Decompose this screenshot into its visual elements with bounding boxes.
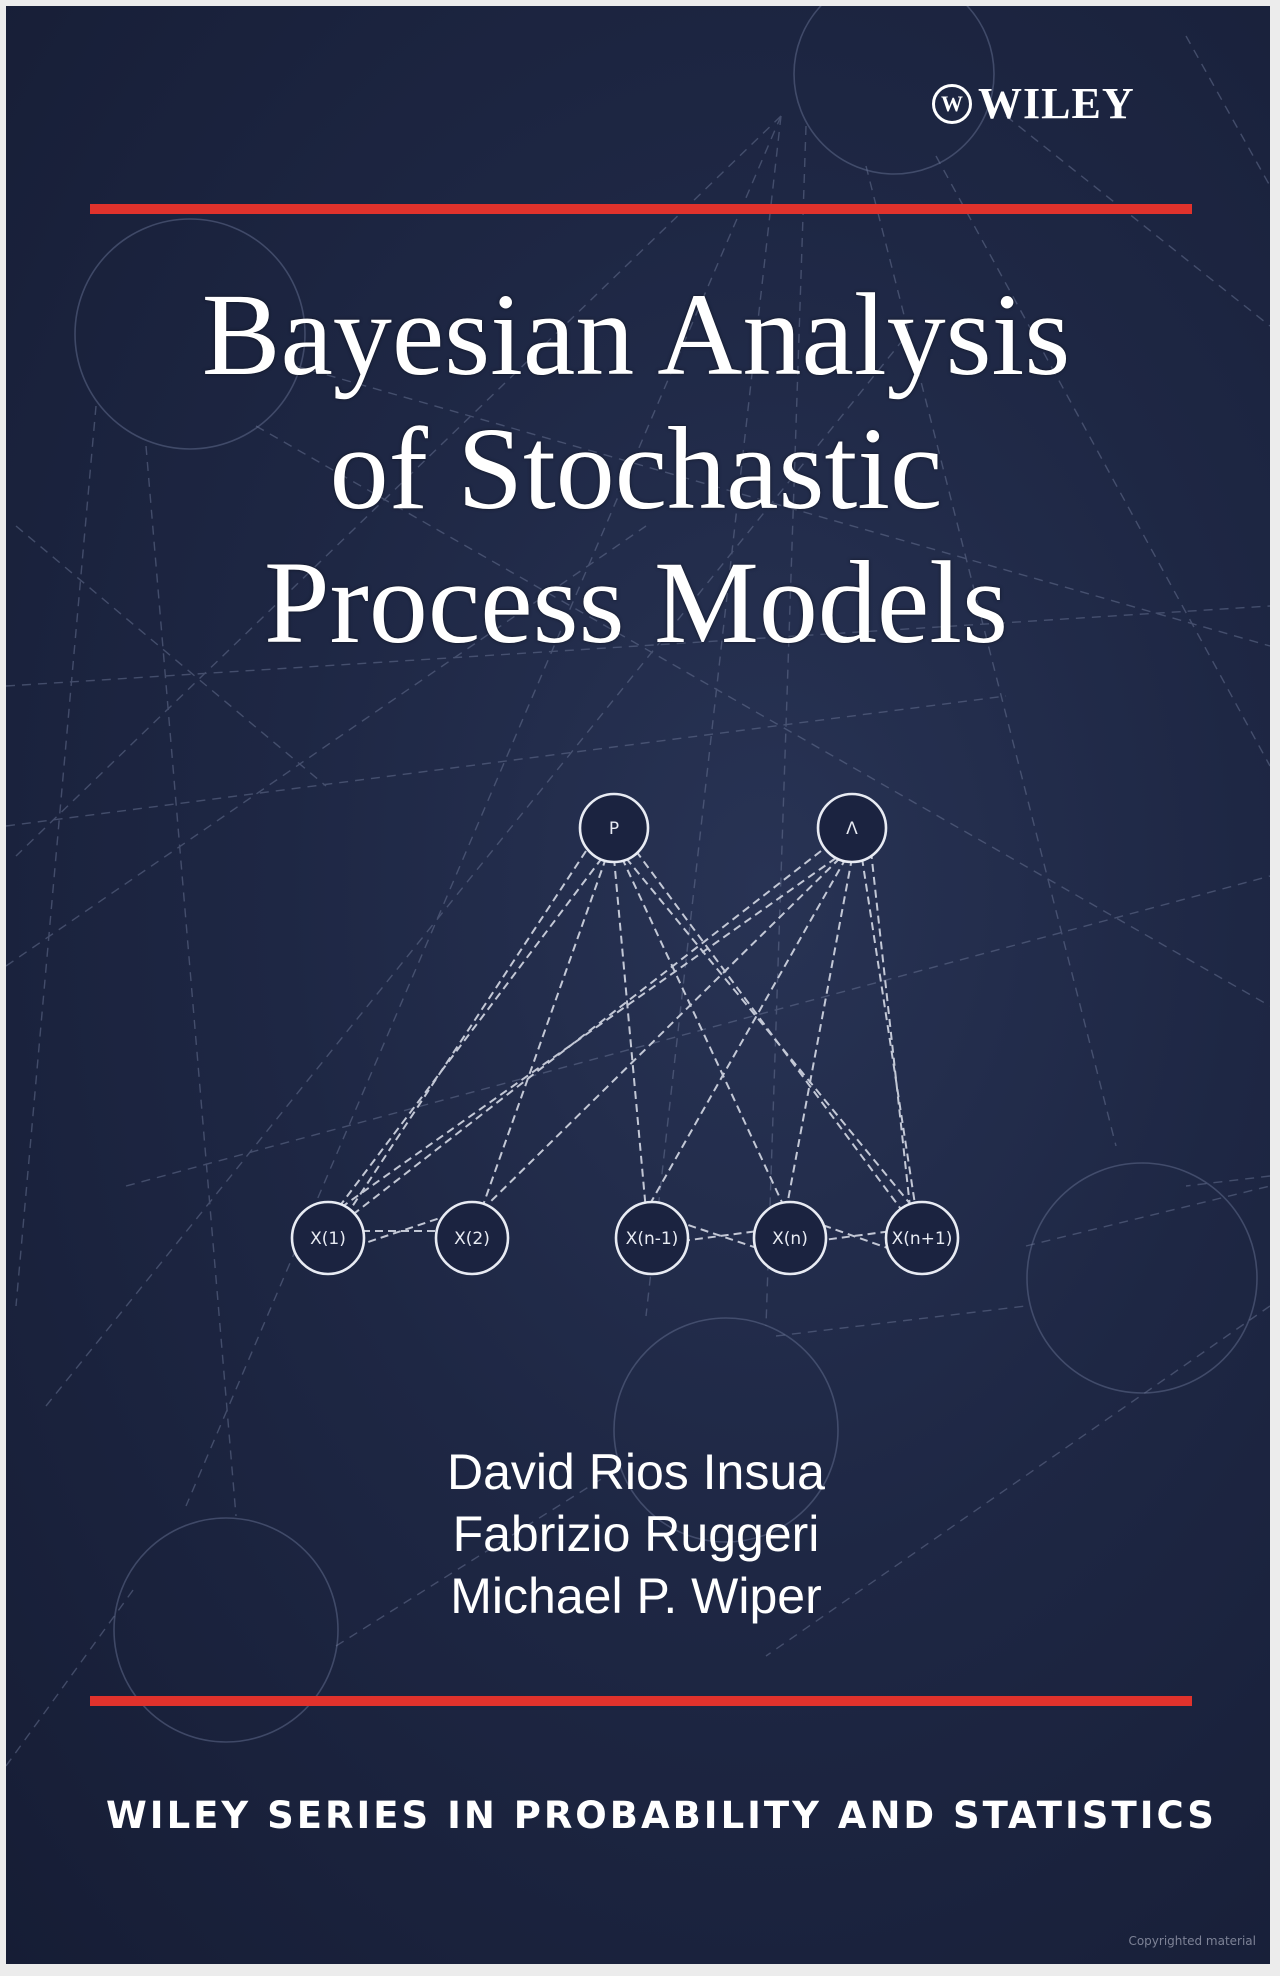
author-list: David Rios Insua Fabrizio Ruggeri Michae… [336,1441,936,1627]
top-red-rule [90,204,1192,214]
series-title: WILEY SERIES IN PROBABILITY AND STATISTI… [106,1794,1217,1837]
node-xn-label: X(n) [772,1229,808,1249]
author-name: Fabrizio Ruggeri [452,1506,820,1562]
wiley-emblem-icon: W [932,83,972,124]
copyright-watermark: Copyrighted material [1128,1934,1256,1948]
node-x1-label: X(1) [310,1229,346,1249]
background-network [6,6,1270,1767]
book-cover: W WILEY Bayesian Analysis of Stochastic … [6,6,1270,1964]
title-line-3: Process Models [263,537,1008,668]
publisher-name: WILEY [978,79,1135,128]
title-line-1: Bayesian Analysis [201,269,1071,400]
node-p-label: P [609,819,619,839]
publisher-logo: W WILEY [932,78,1135,129]
bottom-red-rule [90,1696,1192,1706]
graphical-model-diagram: P Λ X(1) X(2) X(n-1) X(n) X(n+1) [290,792,960,1276]
author-name: Michael P. Wiper [450,1568,822,1624]
node-x2-label: X(2) [454,1229,490,1249]
title-line-2: of Stochastic [329,403,943,534]
node-lambda-label: Λ [846,819,858,839]
author-name: David Rios Insua [447,1444,825,1500]
book-title: Bayesian Analysis of Stochastic Process … [66,268,1206,670]
node-xn-1-label: X(n-1) [626,1229,679,1249]
node-xn+1-label: X(n+1) [892,1229,953,1249]
